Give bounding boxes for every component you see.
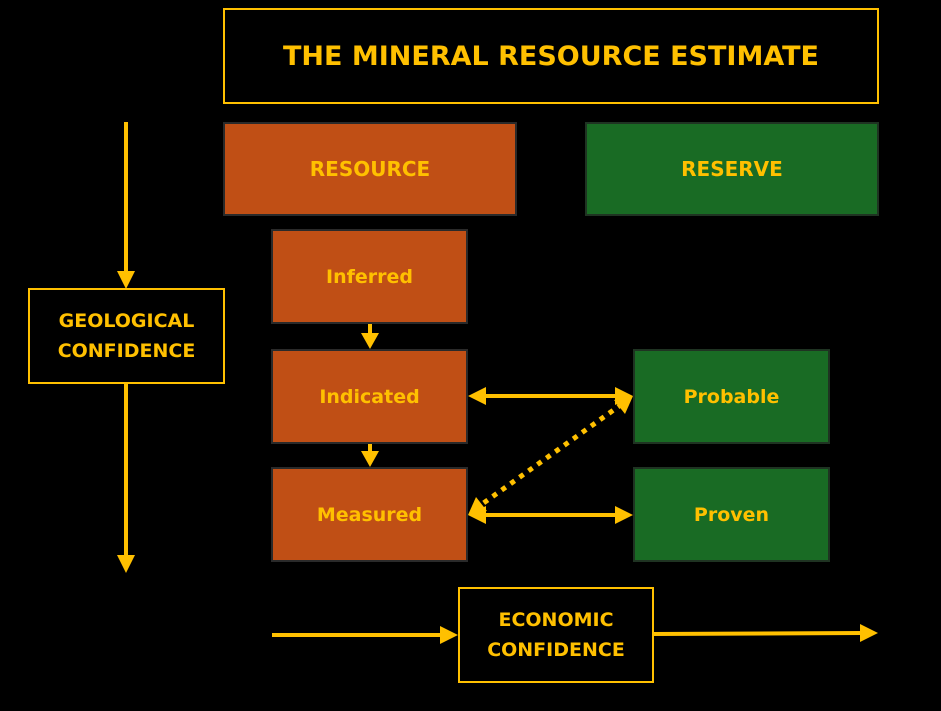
economic-arrow-right-shaft [653,631,863,636]
economic-arrow-right-head [860,624,878,642]
probable-measured-dotted-shaft [476,401,624,510]
measured-label: Measured [316,503,423,526]
measured-box: Measured [271,467,468,562]
indicated-to-measured-head [361,451,379,467]
dotted-head-bottom [468,497,487,515]
inferred-label: Inferred [326,265,413,288]
economic-confidence-text: ECONOMIC CONFIDENCE [487,605,625,665]
resource-header-label: RESOURCE [309,157,431,181]
inferred-box: Inferred [271,229,468,324]
diagram-title-text: THE MINERAL RESOURCE ESTIMATE [283,40,819,72]
economic-confidence-box: ECONOMIC CONFIDENCE [458,587,654,683]
inferred-to-indicated-head [361,333,379,349]
dotted-head-top [614,396,633,414]
probable-label: Probable [683,385,780,408]
proven-box: Proven [633,467,830,562]
geological-confidence-text: GEOLOGICAL CONFIDENCE [58,306,196,366]
resource-header: RESOURCE [223,122,517,216]
reserve-header: RESERVE [585,122,879,216]
geological-confidence-line2: CONFIDENCE [57,340,196,362]
geological-confidence-box: GEOLOGICAL CONFIDENCE [28,288,225,384]
proven-label: Proven [693,503,770,526]
indicated-probable-head-left [468,387,486,405]
geological-arrow-upper-head [117,271,135,289]
reserve-header-label: RESERVE [681,157,783,181]
probable-box: Probable [633,349,830,444]
measured-proven-head-right [615,506,633,524]
indicated-label: Indicated [319,385,420,408]
indicated-box: Indicated [271,349,468,444]
diagram-title: THE MINERAL RESOURCE ESTIMATE [223,8,879,104]
economic-arrow-left-head [440,626,458,644]
economic-confidence-line1: ECONOMIC [498,609,614,631]
economic-confidence-line2: CONFIDENCE [487,639,625,661]
geological-arrow-lower-head [117,555,135,573]
geological-confidence-line1: GEOLOGICAL [58,310,195,332]
